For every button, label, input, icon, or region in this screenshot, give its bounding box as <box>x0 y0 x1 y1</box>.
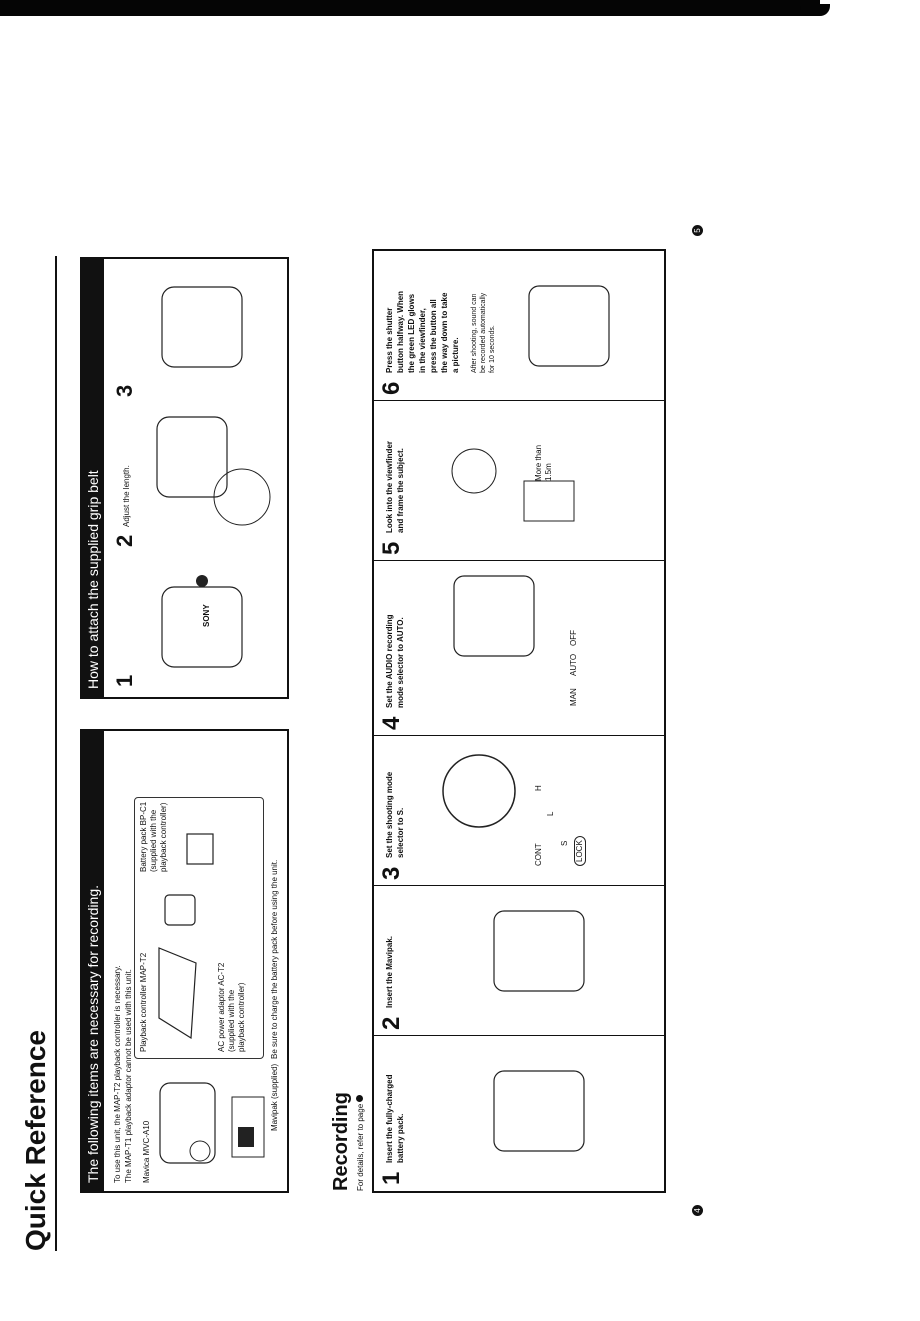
step-4-illustration <box>453 575 535 657</box>
mode-l-label: L <box>546 811 555 816</box>
battery-illustration <box>186 833 214 865</box>
page-number-right: 5 <box>692 225 703 236</box>
recording-step-5: 5 Look into the viewfinder and frame the… <box>374 400 664 561</box>
mode-dial-illustration <box>442 754 516 828</box>
recording-subtitle: For details, refer to page <box>356 1094 365 1191</box>
items-box-text: To use this unit, the MAP-T2 playback co… <box>113 965 133 1183</box>
step-1-illustration <box>493 1070 585 1152</box>
grip-step-1-number: 1 <box>112 674 137 687</box>
mavipak-label: Mavipak (supplied) <box>270 1063 279 1131</box>
controller-label: Playback controller MAP-T2 <box>139 952 148 1052</box>
recording-title: Recording <box>330 1092 352 1191</box>
grip-belt-header: How to attach the supplied grip belt <box>82 259 104 697</box>
adaptor-label: AC power adaptor AC-T2 (supplied with th… <box>217 962 246 1052</box>
page-number-left: 4 <box>692 1205 703 1216</box>
items-footnote: Be sure to charge the battery pack befor… <box>270 859 279 1059</box>
audio-auto-label: AUTO <box>569 653 578 676</box>
step-2-illustration <box>493 910 585 992</box>
sony-logo: SONY <box>202 604 211 627</box>
camera-illustration <box>159 1082 265 1164</box>
controller-panel: Playback controller MAP-T2 AC power adap… <box>134 797 264 1059</box>
title-rule <box>55 256 57 1251</box>
grip-step-3-number: 3 <box>112 384 137 397</box>
recording-step-3: 3 Set the shooting mode selector to S. C… <box>374 735 664 886</box>
audio-man-label: MAN <box>569 688 578 706</box>
recording-steps: 1 Insert the fully-charged battery pack.… <box>372 249 666 1193</box>
page-ref-marker <box>356 1094 363 1102</box>
page-title: Quick Reference <box>20 1030 51 1251</box>
mode-lock-label: LOCK <box>574 836 586 866</box>
mode-cont-label: CONT <box>534 843 543 866</box>
recording-step-4: 4 Set the AUDIO recording mode selector … <box>374 560 664 736</box>
step-6-note: After shooting, sound can be recorded au… <box>471 292 496 373</box>
scan-top-edge <box>0 0 830 16</box>
grip-step-1-illustration <box>161 575 243 668</box>
grip-step-2-illustration <box>156 416 271 526</box>
recording-step-2: 2 Insert the Mavipak. <box>374 885 664 1036</box>
grip-step-2-number: 2 <box>112 534 137 547</box>
recording-step-6: 6 Press the shutter button halfway. When… <box>374 255 664 401</box>
mode-h-label: H <box>534 785 543 791</box>
items-box-header: The following items are necessary for re… <box>82 731 104 1191</box>
grip-belt-box: How to attach the supplied grip belt 1 S… <box>80 257 289 699</box>
step-6-illustration <box>528 285 610 367</box>
controller-illustration <box>158 947 197 1040</box>
battery-label: Battery pack BP-C1 (supplied with the pl… <box>139 801 168 872</box>
grip-step-3-illustration <box>161 286 243 368</box>
grip-step-2-text: Adjust the length. <box>122 465 131 527</box>
mode-s-label: S <box>560 840 569 846</box>
items-box: The following items are necessary for re… <box>80 729 289 1193</box>
step-5-illustration <box>451 448 575 522</box>
audio-off-label: OFF <box>569 630 578 646</box>
adaptor-illustration <box>164 894 196 926</box>
recording-step-1: 1 Insert the fully-charged battery pack. <box>374 1035 664 1191</box>
